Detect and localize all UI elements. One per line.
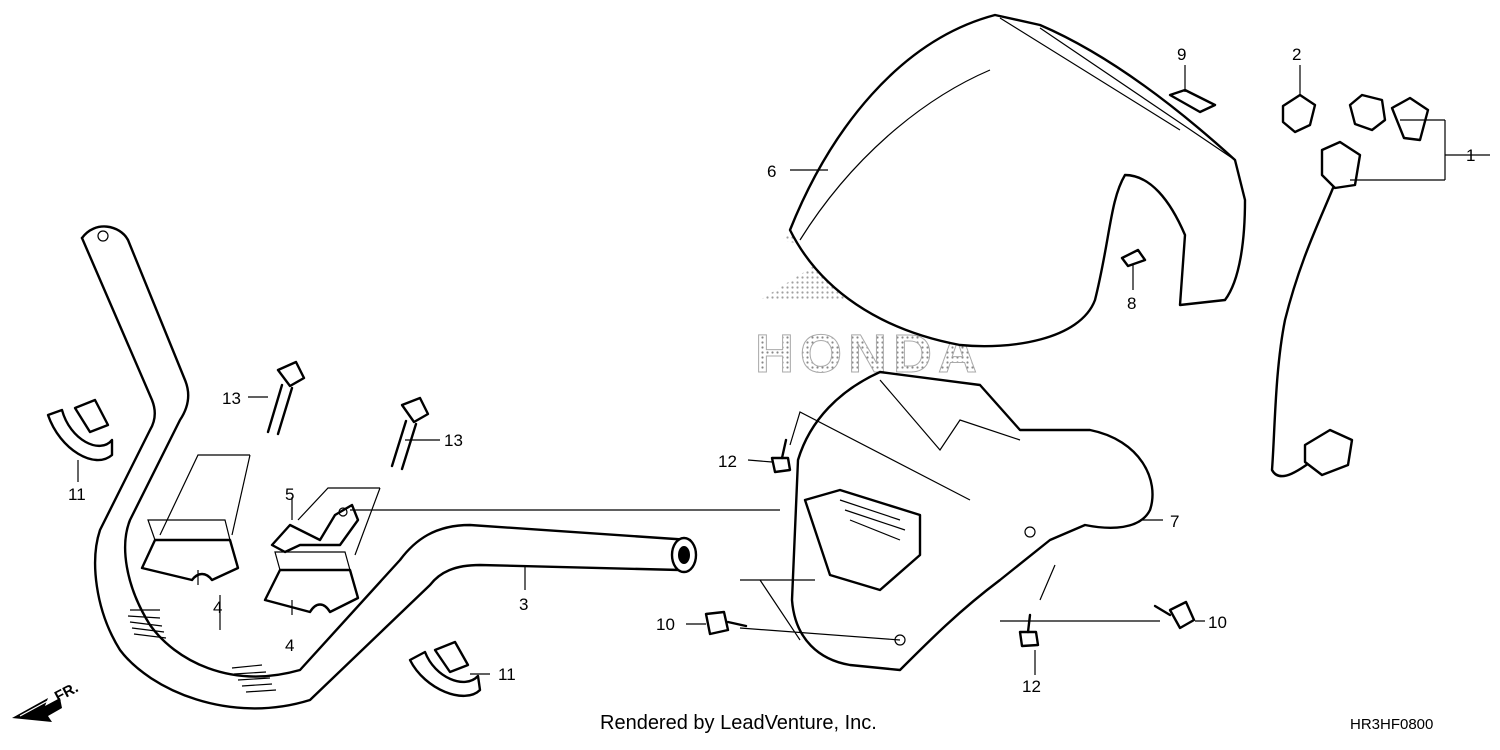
- cover-screw-lower: [1018, 613, 1040, 648]
- render-credit: Rendered by LeadVenture, Inc.: [600, 712, 877, 734]
- handlebar-holder-left: [140, 519, 240, 582]
- callout-9: 9: [1177, 45, 1186, 64]
- bracket: [270, 503, 360, 554]
- drawing-code: HR3HF0800: [1350, 716, 1434, 733]
- callout-4-right: 4: [285, 636, 294, 655]
- holder-bolt-right: [390, 396, 430, 471]
- callout-10-left: 10: [656, 615, 675, 634]
- callout-1: 1: [1466, 146, 1475, 165]
- callouts: 1 2 3 4 4 5 6 7 8 9 10 10 11 11 12 12 13…: [68, 45, 1475, 696]
- clip: [1120, 248, 1147, 268]
- leader-lines: [77, 65, 1490, 675]
- grommet: [1281, 93, 1317, 134]
- handlebar-holder-right: [263, 551, 360, 614]
- upper-clip: [1168, 88, 1217, 114]
- callout-12-lower: 12: [1022, 677, 1041, 696]
- handlebar: [80, 225, 698, 710]
- callout-13-right: 13: [444, 431, 463, 450]
- callout-11-upper: 11: [68, 485, 86, 504]
- cover-bolt-left: [704, 610, 748, 636]
- front-direction-arrow-icon: FR.: [12, 679, 81, 722]
- cover-bolt-right: [1153, 600, 1196, 630]
- cable-band-lower: [408, 640, 482, 698]
- holder-bolt-left: [266, 360, 306, 436]
- handlebar-lower-cover: [790, 370, 1154, 672]
- callout-10-right: 10: [1208, 613, 1227, 632]
- cover-screw-upper: [770, 438, 792, 474]
- callout-11-lower: 11: [498, 665, 516, 684]
- cable-band-upper: [46, 398, 114, 462]
- callout-12-upper: 12: [718, 452, 737, 471]
- callout-13-left: 13: [222, 389, 241, 408]
- callout-4-left: 4: [213, 598, 222, 617]
- handlebar-upper-cover: [788, 13, 1247, 348]
- callout-5: 5: [285, 485, 294, 504]
- callout-8: 8: [1127, 294, 1136, 313]
- callout-7: 7: [1170, 512, 1179, 531]
- callout-6: 6: [767, 162, 776, 181]
- callout-2: 2: [1292, 45, 1301, 64]
- callout-3: 3: [519, 595, 528, 614]
- ignition-switch-assembly: [1270, 93, 1430, 478]
